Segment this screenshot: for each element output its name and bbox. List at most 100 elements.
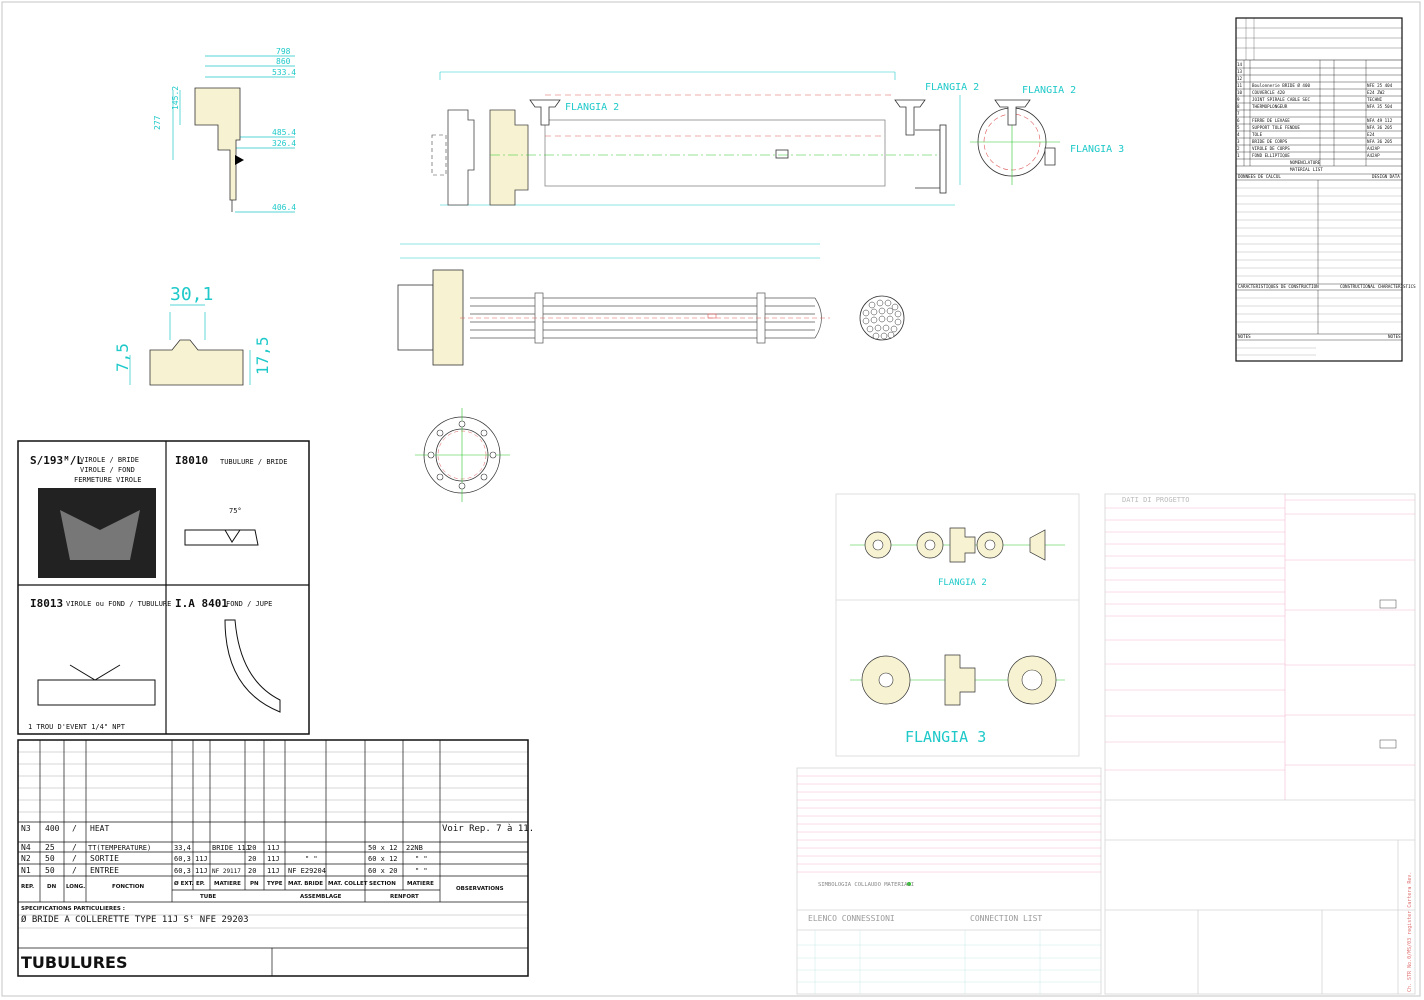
ml-desc-2: VIROLE DE CORPS [1252,146,1290,151]
hdr-matiere: MATIERE [214,881,241,887]
label-flangia3-side: FLANGIA 3 [1070,144,1124,155]
ml-desc-11: Boulonnerie BRIDE Ø 400 [1252,83,1310,88]
table-title: TUBULURES [21,953,127,972]
ml-material-list: MATERIAL LIST [1290,167,1323,172]
weld-code-2: I8010 [175,454,208,467]
ml-qty-10: E24 ZW2 [1367,90,1385,95]
hdr-ext: Ø EXT. [174,880,194,887]
connection-list-block [796,767,1102,995]
groove-dim-left: 7,5 [113,343,132,372]
row-n2-type: 11J [267,855,280,863]
ml-nomenclature: NOMENCLATURE [1290,160,1321,165]
ml-notes-r: NOTES [1388,334,1401,339]
ml-qty-3: NFA 36 205 [1367,139,1393,144]
ml-qty-11: NFE 25 404 [1367,83,1393,88]
row-n4-ext: 33,4 [174,844,191,852]
dati-progetto: DATI DI PROGETTO [1122,496,1189,504]
row-n4-type: 11J [267,844,280,852]
weld-note: 1 TROU D'EVENT 1/4" NPT [28,723,126,731]
weld-details-box [17,440,310,735]
ml-desc-1: FOND ELLIPTIQUE [1252,153,1290,158]
row-n4-rep: N4 [21,843,31,852]
simbologia: SIMBOLOGIA COLLAUDO MATERIALI [818,882,914,888]
dim-798: 798 [276,47,291,56]
dim-406: 406.4 [272,203,296,212]
elenco-connessioni: ELENCO CONNESSIONI [808,914,895,923]
ml-qty-1: A42AP [1367,153,1380,158]
weld-line-1: VIROLE / BRIDE [80,456,139,464]
row-n4-fonction: TT(TEMPERATURE) [88,844,151,852]
ml-n-1: 1 [1237,153,1240,158]
hdr-fonction: FONCTION [112,884,145,890]
weld-code-1: S/193ᴹ/L [30,454,83,467]
row-n4-sect: 50 x 12 [368,844,398,852]
ml-n-3: 3 [1237,139,1240,144]
hdr-long: LONG. [66,884,85,890]
ml-qty-6: NFA 49 112 [1367,118,1393,123]
label-flangia2-far: FLANGIA 2 [1022,85,1076,96]
ml-desc-8: THERMOPLONGEUR [1252,104,1288,109]
groove-detail: 30,1 7,5 17,5 [113,284,272,386]
row-n2-pn: 20 [248,855,256,863]
dim-277: 277 [153,115,162,130]
row-n2-mat2: " " [415,855,428,863]
row-n1-matb: NF E29204 [288,867,326,875]
row-n1-fonction: ENTREE [90,866,119,875]
heater-bundle [397,243,905,366]
ml-desc-9: JOINT SPIRALE CABLE SEC [1252,97,1310,102]
row-n3-long: / [72,824,77,833]
ml-desc-4: TOLE [1252,132,1263,137]
row-n1-mat: NF 29117 [212,868,241,875]
ml-n-2: 2 [1237,146,1240,151]
flange-section-detail: 798 860 533.4 485.4 326.4 406.4 277 145.… [153,47,296,213]
ml-desc-6: FERRE DE LEVAGE [1252,118,1290,123]
nozzle-table [17,739,529,977]
spec-text: Ø BRIDE A COLLERETTE TYPE 11J Sᵗ NFE 292… [21,914,249,925]
ml-n-11: 11 [1237,83,1243,88]
flange-plan [415,408,510,502]
label-flangia2-top: FLANGIA 2 [565,102,619,113]
ml-n-13: 13 [1237,69,1243,74]
hdr-group-tube: TUBE [200,894,216,900]
row-n1-sect: 60 x 20 [368,867,398,875]
weld-line-2: VIROLE / FOND [80,466,135,474]
label-flangia2-right: FLANGIA 2 [925,82,979,93]
ml-n-8: 8 [1237,104,1240,109]
ml-n-5: 5 [1237,125,1240,130]
weld-title-4: FOND / JUPE [226,600,272,608]
row-n1-mat2: " " [415,867,428,875]
dim-145: 145.2 [171,86,180,110]
ml-donnees: DONNEES DE CALCUL [1238,174,1281,179]
hdr-type: TYPE [267,881,283,887]
row-n2-ext: 60,3 [174,855,191,863]
ml-desc-3: BRIDE DE CORPS [1252,139,1288,144]
row-n2-matb: " " [305,855,318,863]
row-n2-ep: 11J [195,855,208,863]
row-n1-pn: 20 [248,867,256,875]
ml-notes: NOTES [1238,334,1251,339]
ml-constr: CONSTRUCTIONAL CHARACTERISTICS [1340,284,1416,289]
row-n4-pn: 20 [248,844,256,852]
hdr-rep: REP. [21,884,34,890]
label-flangia2-bottom: FLANGIA 2 [938,578,987,588]
hdr-section: SECTION [369,881,396,887]
hdr-mat-collet: MAT. COLLET [328,881,368,887]
label-flangia3-bottom: FLANGIA 3 [905,728,986,746]
weld-title-3: VIROLE ou FOND / TUBULURE [66,600,171,608]
hdr-pn: PN [250,881,259,887]
weld-code-3: I8013 [30,597,63,610]
row-n4-long: / [72,843,77,852]
row-n3-obs: Voir Rep. 7 à 11. [442,824,534,834]
row-n3-rep: N3 [21,824,31,833]
row-n2-rep: N2 [21,854,31,863]
hdr-group-assemblage: ASSEMBLAGE [300,894,342,900]
weld-title-2: TUBULURE / BRIDE [220,458,287,466]
ml-n-9: 9 [1237,97,1240,102]
row-n2-fonction: SORTIE [90,854,119,863]
row-n1-ext: 60,3 [174,867,191,875]
hdr-ep: EP. [196,881,205,887]
row-n4-mat2: 22NB [406,844,423,852]
dim-533: 533.4 [272,68,296,77]
dim-860: 860 [276,57,291,66]
ml-design: DESIGN DATA [1372,174,1400,179]
